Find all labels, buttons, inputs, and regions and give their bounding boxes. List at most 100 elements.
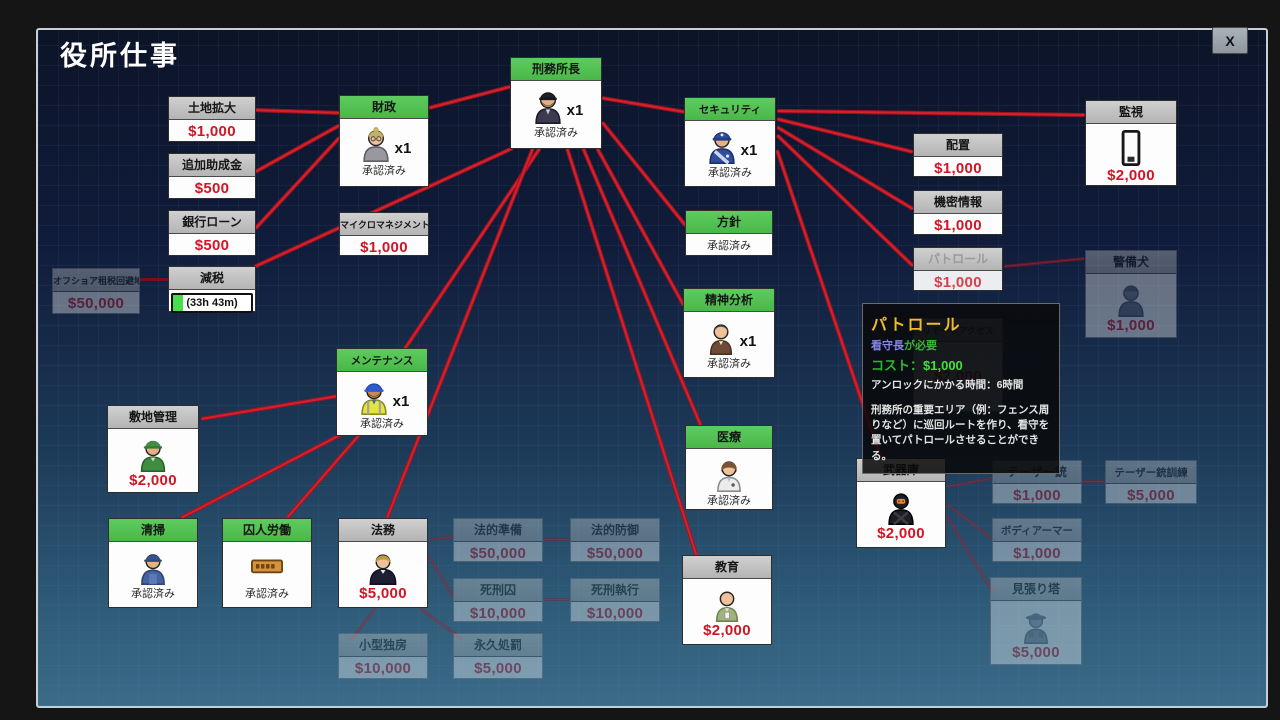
node-status: 承認済み bbox=[708, 167, 752, 179]
node-header: 銀行ローン bbox=[169, 211, 255, 234]
node-execution[interactable]: 死刑執行$10,000 bbox=[570, 578, 660, 622]
node-legal[interactable]: 法務$5,000 bbox=[338, 518, 428, 608]
node-cctv[interactable]: 監視$2,000 bbox=[1085, 100, 1177, 186]
close-button[interactable]: X bbox=[1212, 27, 1248, 54]
node-body: $10,000 bbox=[339, 657, 427, 680]
connection-line bbox=[544, 598, 570, 601]
node-body: $1,000 bbox=[340, 236, 428, 259]
accountant-icon bbox=[357, 124, 395, 162]
node-death-row[interactable]: 死刑囚$10,000 bbox=[453, 578, 543, 622]
node-legal-prep[interactable]: 法的準備$50,000 bbox=[453, 518, 543, 562]
node-cost: $1,000 bbox=[934, 274, 982, 291]
node-body-armour[interactable]: ボディアーマー $1,000 bbox=[992, 518, 1082, 562]
node-land-expansion[interactable]: 土地拡大 $1,000 bbox=[168, 96, 256, 142]
node-tax-reduction[interactable]: 減税(33h 43m) bbox=[168, 266, 256, 313]
node-body: $10,000 bbox=[571, 602, 659, 625]
node-watch-tower[interactable]: 見張り塔$5,000 bbox=[990, 577, 1082, 665]
node-status: 承認済み bbox=[131, 588, 175, 600]
node-permanent-punishment[interactable]: 永久処罰 $5,000 bbox=[453, 633, 543, 679]
node-education[interactable]: 教育$2,000 bbox=[682, 555, 772, 645]
node-tazer-training[interactable]: テーザー銃訓練$5,000 bbox=[1105, 460, 1197, 504]
node-header: メンテナンス bbox=[337, 349, 427, 372]
node-header: 減税 bbox=[169, 267, 255, 290]
node-body: $5,000 bbox=[454, 657, 542, 680]
node-extra-grant[interactable]: 追加助成金$500 bbox=[168, 153, 256, 199]
node-body: 承認済み bbox=[223, 542, 311, 609]
node-offshore-account[interactable]: オフショア租税回避地$50,000 bbox=[52, 268, 140, 314]
node-header: 配置 bbox=[914, 134, 1002, 157]
node-header: 永久処罰 bbox=[454, 634, 542, 657]
node-legal-defence[interactable]: 法的防御 $50,000 bbox=[570, 518, 660, 562]
node-title: ボディアーマー bbox=[1000, 525, 1074, 537]
tooltip-requirement-name: 看守長 bbox=[871, 340, 904, 352]
node-body: $500 bbox=[169, 177, 255, 200]
node-body: $2,000 bbox=[683, 579, 771, 646]
node-policy[interactable]: 方針承認済み bbox=[685, 210, 773, 256]
node-cost: $10,000 bbox=[469, 605, 527, 622]
tooltip-requirement-suffix: が必要 bbox=[904, 340, 937, 352]
dog-handler-icon bbox=[1112, 279, 1150, 317]
node-cleaning[interactable]: 清掃承認済み bbox=[108, 518, 198, 608]
tooltip-cost-value: $1,000 bbox=[923, 358, 963, 373]
node-intelligence[interactable]: 機密情報$1,000 bbox=[913, 190, 1003, 235]
node-bank-loan[interactable]: 銀行ローン $500 bbox=[168, 210, 256, 256]
node-small-cells[interactable]: 小型独房 $10,000 bbox=[338, 633, 428, 679]
node-title: 財政 bbox=[371, 100, 396, 114]
node-cost: $50,000 bbox=[586, 545, 644, 562]
node-tazers[interactable]: テーザー銃$1,000 bbox=[992, 460, 1082, 504]
tooltip-unlock-time: アンロックにかかる時間：6時間 bbox=[871, 379, 1024, 391]
node-title: 囚人労働 bbox=[242, 523, 291, 537]
node-header: テーザー銃訓練 bbox=[1106, 461, 1196, 484]
node-grounds-keeping[interactable]: 敷地管理$2,000 bbox=[107, 405, 199, 493]
node-prison-labour[interactable]: 囚人労働承認済み bbox=[222, 518, 312, 608]
node-cost: $500 bbox=[194, 180, 230, 197]
node-body: $1,000 bbox=[914, 271, 1002, 294]
node-cost: $5,000 bbox=[474, 660, 522, 677]
node-title: 銀行ローン bbox=[182, 215, 242, 229]
node-body: (33h 43m) bbox=[169, 290, 255, 316]
node-body: 承認済み bbox=[686, 449, 772, 516]
tooltip-description: 刑務所の重要エリア（例：フェンス周りなど）に巡回ルートを作り、看守を置いてパトロ… bbox=[871, 404, 1050, 462]
node-title: 小型独房 bbox=[358, 638, 407, 652]
node-cost: $1,000 bbox=[188, 123, 236, 140]
node-patrols[interactable]: パトロール $1,000 bbox=[913, 247, 1003, 291]
chief-icon bbox=[703, 126, 741, 164]
node-header: 死刑執行 bbox=[571, 579, 659, 602]
node-body: $1,000 bbox=[914, 157, 1002, 180]
node-header: 法務 bbox=[339, 519, 427, 542]
node-header: 法的防御 bbox=[571, 519, 659, 542]
node-micromanagement[interactable]: マイクロマネジメント$1,000 bbox=[339, 212, 429, 256]
node-body: 承認済み bbox=[686, 234, 772, 256]
node-cost: $10,000 bbox=[354, 660, 412, 677]
node-deployment[interactable]: 配置 $1,000 bbox=[913, 133, 1003, 177]
node-body: $1,000 bbox=[169, 120, 255, 143]
node-cost: $50,000 bbox=[67, 295, 125, 312]
staff-count: x1 bbox=[392, 393, 410, 410]
node-guard-dogs[interactable]: 警備犬$1,000 bbox=[1085, 250, 1177, 338]
node-title: 医療 bbox=[716, 430, 741, 444]
node-header: 財政 bbox=[340, 96, 428, 119]
staff-count: x1 bbox=[740, 142, 758, 159]
node-title: 土地拡大 bbox=[187, 101, 236, 115]
node-header: 小型独房 bbox=[339, 634, 427, 657]
node-title: 刑務所長 bbox=[531, 62, 580, 76]
patrol-tooltip: パトロール 看守長が必要 コスト：$1,000 アンロックにかかる時間：6時間 … bbox=[862, 303, 1060, 474]
node-cost: $1,000 bbox=[1013, 545, 1061, 562]
node-cost: $2,000 bbox=[1107, 167, 1155, 184]
node-cost: $1,000 bbox=[934, 160, 982, 177]
node-title: パトロール bbox=[927, 252, 989, 266]
node-health[interactable]: 医療承認済み bbox=[685, 425, 773, 510]
node-body: $500 bbox=[169, 234, 255, 257]
node-title: 永久処罰 bbox=[473, 638, 522, 652]
node-header: 精神分析 bbox=[684, 289, 774, 312]
warden-icon bbox=[529, 86, 567, 124]
